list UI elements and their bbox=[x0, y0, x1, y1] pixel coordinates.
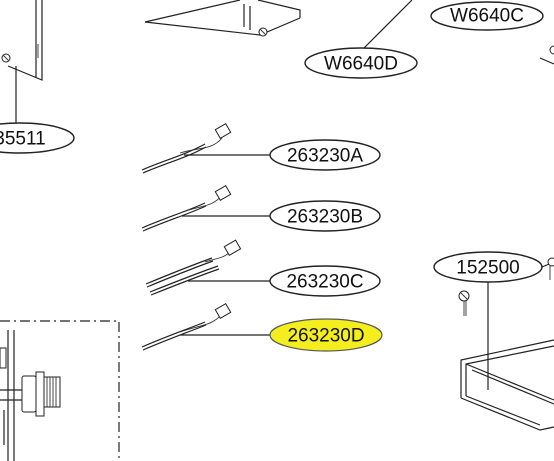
callout-label: W6640D bbox=[324, 54, 398, 75]
sensor-wire-263230c bbox=[145, 239, 272, 296]
callout-263230a[interactable]: 263230A bbox=[269, 139, 381, 171]
top-panel-assembly bbox=[144, 0, 301, 37]
callout-152500[interactable]: 152500 bbox=[433, 251, 543, 283]
sensor-wire-263230d bbox=[141, 302, 272, 351]
highlight-oval bbox=[269, 318, 383, 352]
sensor-wire-263230b bbox=[141, 184, 272, 232]
callout-w6640d[interactable]: W6640D bbox=[304, 47, 418, 79]
valve-fitting bbox=[0, 330, 61, 461]
callout-label: 263230B bbox=[287, 207, 363, 228]
sensor-wire-263230a bbox=[141, 122, 272, 174]
callout-label: 35511 bbox=[0, 129, 46, 150]
screw-icon bbox=[547, 257, 554, 280]
threaded-nut bbox=[43, 376, 61, 408]
callout-263230d[interactable]: 263230D bbox=[269, 318, 383, 352]
right-frame bbox=[460, 339, 554, 431]
screw-icon bbox=[458, 290, 470, 316]
callout-263230b[interactable]: 263230B bbox=[269, 200, 381, 232]
callout-w6640c[interactable]: W6640C bbox=[430, 1, 544, 31]
callout-35511[interactable]: 35511 bbox=[0, 122, 75, 154]
callout-label: 263230D bbox=[287, 326, 364, 347]
top-right-part bbox=[539, 45, 554, 65]
callout-263230c[interactable]: 263230C bbox=[269, 265, 381, 297]
left-panel bbox=[1, 0, 43, 124]
callout-label: 263230A bbox=[287, 146, 363, 167]
callout-label: 152500 bbox=[456, 258, 519, 279]
callout-label: W6640C bbox=[450, 6, 524, 27]
callout-label: 263230C bbox=[286, 272, 363, 293]
screw-icon bbox=[258, 27, 268, 37]
screw-icon bbox=[1, 53, 11, 63]
